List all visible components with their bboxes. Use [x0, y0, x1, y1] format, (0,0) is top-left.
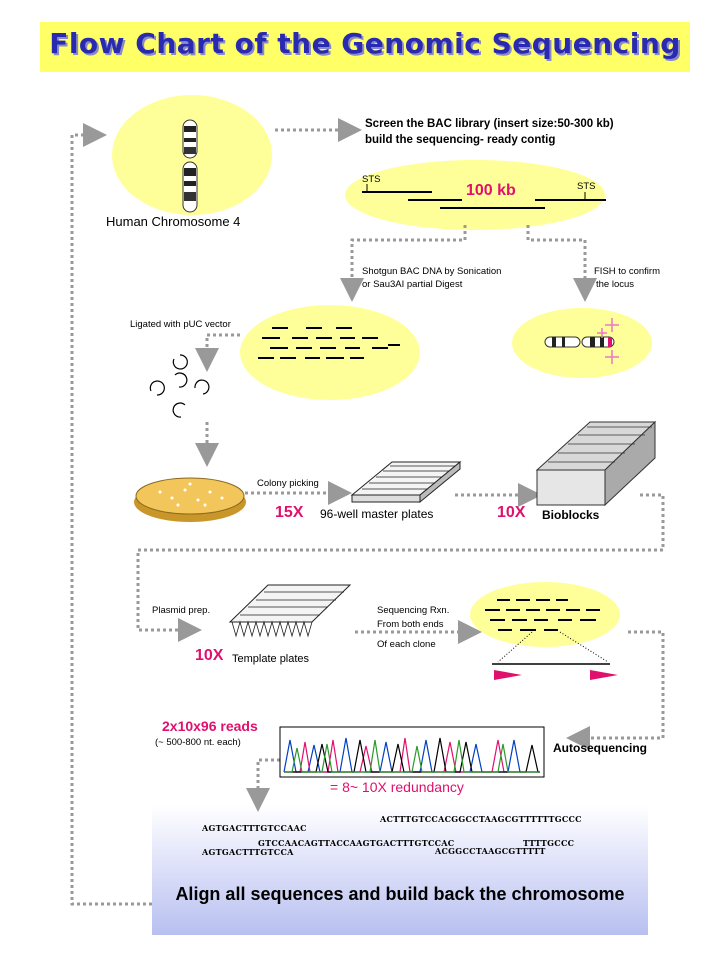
vector-circles	[149, 354, 210, 418]
chromatogram-trace	[279, 726, 545, 778]
reads-label: 2x10x96 reads	[162, 718, 258, 734]
arrow-to-autoseq	[566, 630, 665, 750]
arrow-back-to-chromosome	[70, 123, 152, 906]
screen-line-2: build the sequencing- ready contig	[365, 134, 556, 146]
clone-zoom	[492, 631, 618, 680]
arrow-ligated	[195, 333, 240, 372]
sequencing-line-1: Sequencing Rxn.	[377, 605, 450, 616]
align-label: Align all sequences and build back the c…	[175, 884, 625, 904]
shotgun-line-1: Shotgun BAC DNA by Sonication	[362, 266, 502, 277]
arrow-to-plasmid	[136, 493, 665, 642]
sequence-4: TTTTGCCC	[523, 838, 575, 848]
sequence-2: AGTGACTTTGTCCAAC	[202, 823, 307, 833]
chromosome-label: Human Chromosome 4	[106, 214, 241, 229]
contig-lines	[362, 184, 606, 209]
ligated-label: Ligated with pUC vector	[130, 319, 231, 330]
title-banner	[40, 22, 690, 72]
fragments-ellipse	[240, 305, 420, 400]
autosequencing-label: Autosequencing	[553, 741, 648, 755]
master-plates-label: 96-well master plates	[320, 507, 434, 521]
kb-label: 100 kb	[466, 182, 516, 199]
sequence-6: ACGGCCTAAGCGTTTTT	[435, 846, 546, 856]
sequencing-line-2: From both ends	[377, 619, 444, 630]
fish-line-2: the locus	[596, 279, 635, 290]
colony-picking-label: Colony picking	[257, 478, 319, 489]
fish-chromosome	[544, 318, 619, 364]
template-plates-multiplier: 10X	[195, 647, 224, 664]
screen-line-1: Screen the BAC library (insert size:50-3…	[365, 118, 614, 130]
plasmid-prep-label: Plasmid prep.	[152, 605, 211, 616]
sequence-3: GTCCAACAGTTACCAAGTGACTTTGTCCAC	[258, 838, 455, 848]
sts-label-right: STS	[577, 181, 596, 192]
reads-note: (~ 500-800 nt. each)	[155, 737, 241, 748]
template-plates-label: Template plates	[232, 653, 310, 665]
bioblocks-multiplier: 10X	[497, 504, 526, 521]
shotgun-line-2: or Sau3AI partial Digest	[362, 279, 463, 290]
page-title: Flow Chart of the Genomic Sequencing	[49, 27, 681, 60]
reads-ellipse	[470, 582, 620, 647]
master-plates-multiplier: 15X	[275, 504, 304, 521]
bioblock	[535, 420, 657, 507]
read-fragments	[485, 599, 600, 631]
fish-line-1: FISH to confirm	[594, 266, 660, 277]
chromosome-figure	[182, 119, 198, 213]
arrow-to-fish	[526, 225, 597, 302]
sequence-1: ACTTTGTCCACGGCCTAAGCGTTTTTTGCCC	[380, 814, 582, 824]
sequencing-line-3: Of each clone	[377, 639, 436, 650]
arrow-to-align	[246, 758, 280, 812]
sts-label-left: STS	[362, 174, 381, 185]
alignment-panel	[152, 805, 648, 935]
bioblocks-label: Bioblocks	[542, 508, 600, 522]
redundancy-label: = 8~ 10X redundancy	[330, 779, 464, 795]
contig-ellipse	[345, 160, 605, 230]
arrow-to-shotgun	[340, 225, 467, 302]
dna-fragments	[258, 327, 400, 359]
sequence-5: AGTGACTTTGTCCA	[202, 847, 294, 857]
master-plate	[350, 460, 462, 504]
template-plate	[228, 584, 352, 638]
petri-dish	[134, 477, 246, 522]
